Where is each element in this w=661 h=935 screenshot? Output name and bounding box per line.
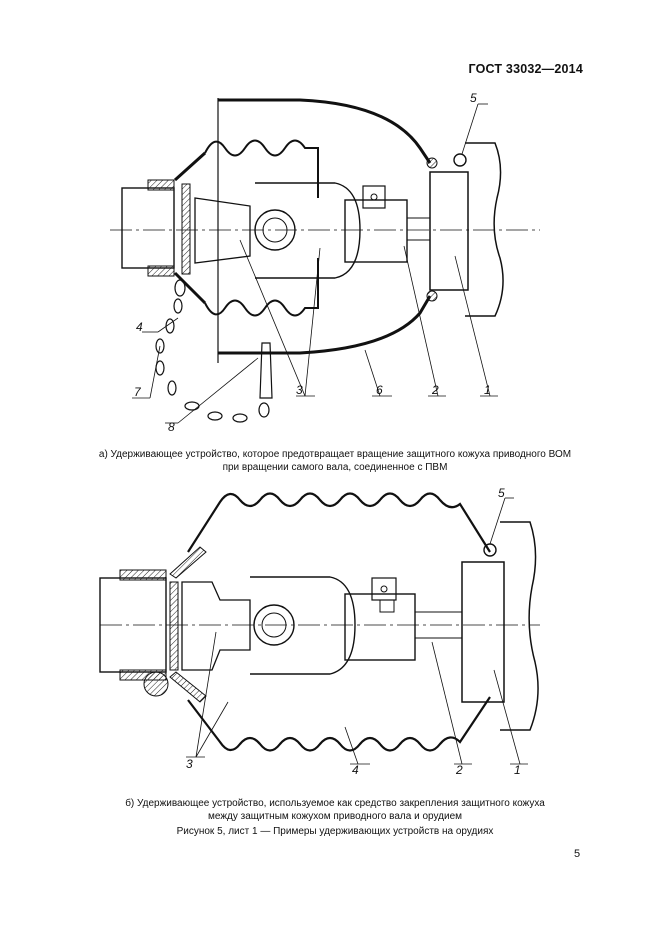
shaft-hub — [344, 593, 416, 661]
implement-flange — [429, 171, 469, 291]
implement-body — [465, 142, 504, 317]
document-header: ГОСТ 33032—2014 — [468, 62, 583, 76]
joint-cross — [254, 209, 296, 251]
figure-a-caption: а) Удерживающее устройство, которое пред… — [98, 449, 572, 473]
label-6: 6 — [376, 383, 383, 397]
label-2: 2 — [431, 383, 439, 397]
figure-b-drawing: 5 3 4 2 1 — [99, 486, 540, 777]
bellows-bottom — [204, 258, 319, 317]
figure-a: 5 4 7 8 3 6 2 1 — [0, 88, 661, 438]
label-3: 3 — [186, 757, 193, 771]
fastener-ball — [143, 671, 169, 697]
label-8: 8 — [168, 420, 175, 434]
figure-title: Рисунок 5, лист 1 — Примеры удерживающих… — [176, 826, 494, 837]
inner-shaft — [194, 197, 251, 264]
label-1: 1 — [514, 763, 521, 777]
label-2: 2 — [455, 763, 463, 777]
figure-b: 5 3 4 2 1 — [0, 482, 661, 790]
label-3: 3 — [296, 383, 303, 397]
label-5: 5 — [498, 486, 505, 500]
label-7: 7 — [134, 385, 142, 399]
universal-joint-yoke — [250, 576, 356, 675]
implement-flange — [461, 561, 505, 703]
retaining-chain — [155, 279, 273, 423]
bellows-top — [204, 139, 319, 198]
label-5: 5 — [470, 91, 477, 105]
implement-body — [500, 521, 539, 731]
inner-shaft — [181, 581, 251, 671]
label-4: 4 — [352, 763, 359, 777]
shaft-hub — [344, 199, 408, 263]
figure-b-caption: б) Удерживающее устройство, используемое… — [125, 798, 545, 822]
bellows-top — [187, 492, 491, 553]
figure-a-drawing: 5 4 7 8 3 6 2 1 — [110, 91, 540, 434]
universal-joint-yoke — [255, 182, 361, 279]
bellows-bottom — [187, 696, 491, 752]
tractor-tube — [121, 187, 175, 269]
label-1: 1 — [484, 383, 491, 397]
label-4: 4 — [136, 320, 143, 334]
joint-cross — [253, 604, 295, 646]
page-number: 5 — [574, 848, 581, 860]
outer-shield-shell — [218, 98, 432, 164]
